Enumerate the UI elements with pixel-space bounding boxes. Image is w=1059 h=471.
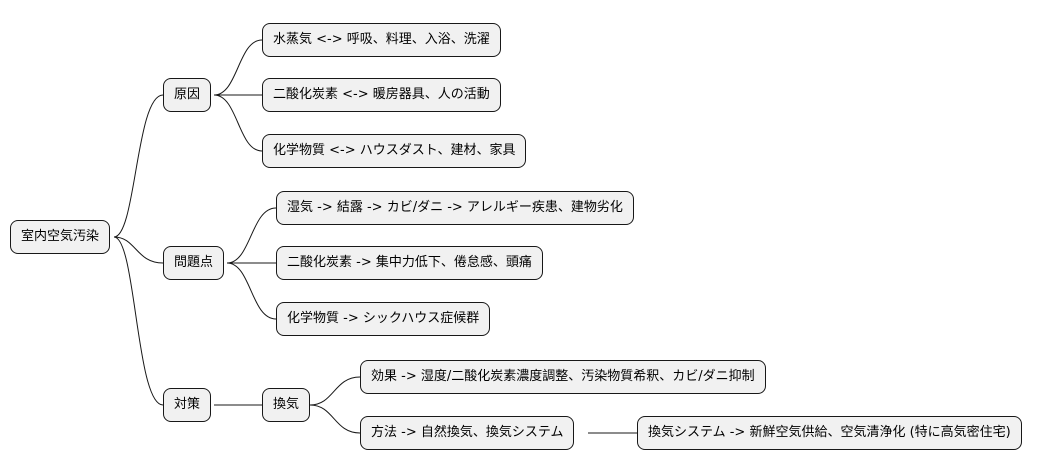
edge-root-cause [113,94,164,238]
edge-root-problem [113,236,164,264]
edge-ventilation-method [309,404,361,434]
cause-chemicals: 化学物質 <-> ハウスダスト、建材、家具 [262,134,527,168]
edge-cause-3 [213,94,263,152]
edge-ventilation-effect [309,376,361,406]
problem-humidity: 湿気 -> 結露 -> カビ/ダニ -> アレルギー疾患、建物劣化 [276,191,634,225]
root-node: 室内空気汚染 [10,220,111,254]
cause-water-vapor: 水蒸気 <-> 呼吸、料理、入浴、洗濯 [262,23,501,57]
branch-measures: 対策 [163,388,212,422]
ventilation-effect: 効果 -> 湿度/二酸化炭素濃度調整、汚染物質希釈、カビ/ダニ抑制 [360,360,766,394]
edge-problem-1 [226,207,277,264]
ventilation-system: 換気システム -> 新鮮空気供給、空気清浄化 (特に高気密住宅) [637,416,1022,450]
edge-root-measure [113,236,164,406]
ventilation-method: 方法 -> 自然換気、換気システム [360,416,575,450]
problem-co2: 二酸化炭素 -> 集中力低下、倦怠感、頭痛 [276,246,543,280]
branch-problems: 問題点 [163,246,225,280]
edge-problem-3 [226,262,277,320]
measure-ventilation: 換気 [262,388,311,422]
problem-chemicals: 化学物質 -> シックハウス症候群 [276,302,491,336]
branch-cause: 原因 [163,78,212,112]
cause-co2: 二酸化炭素 <-> 暖房器具、人の活動 [262,78,501,112]
edge-cause-1 [213,39,263,96]
